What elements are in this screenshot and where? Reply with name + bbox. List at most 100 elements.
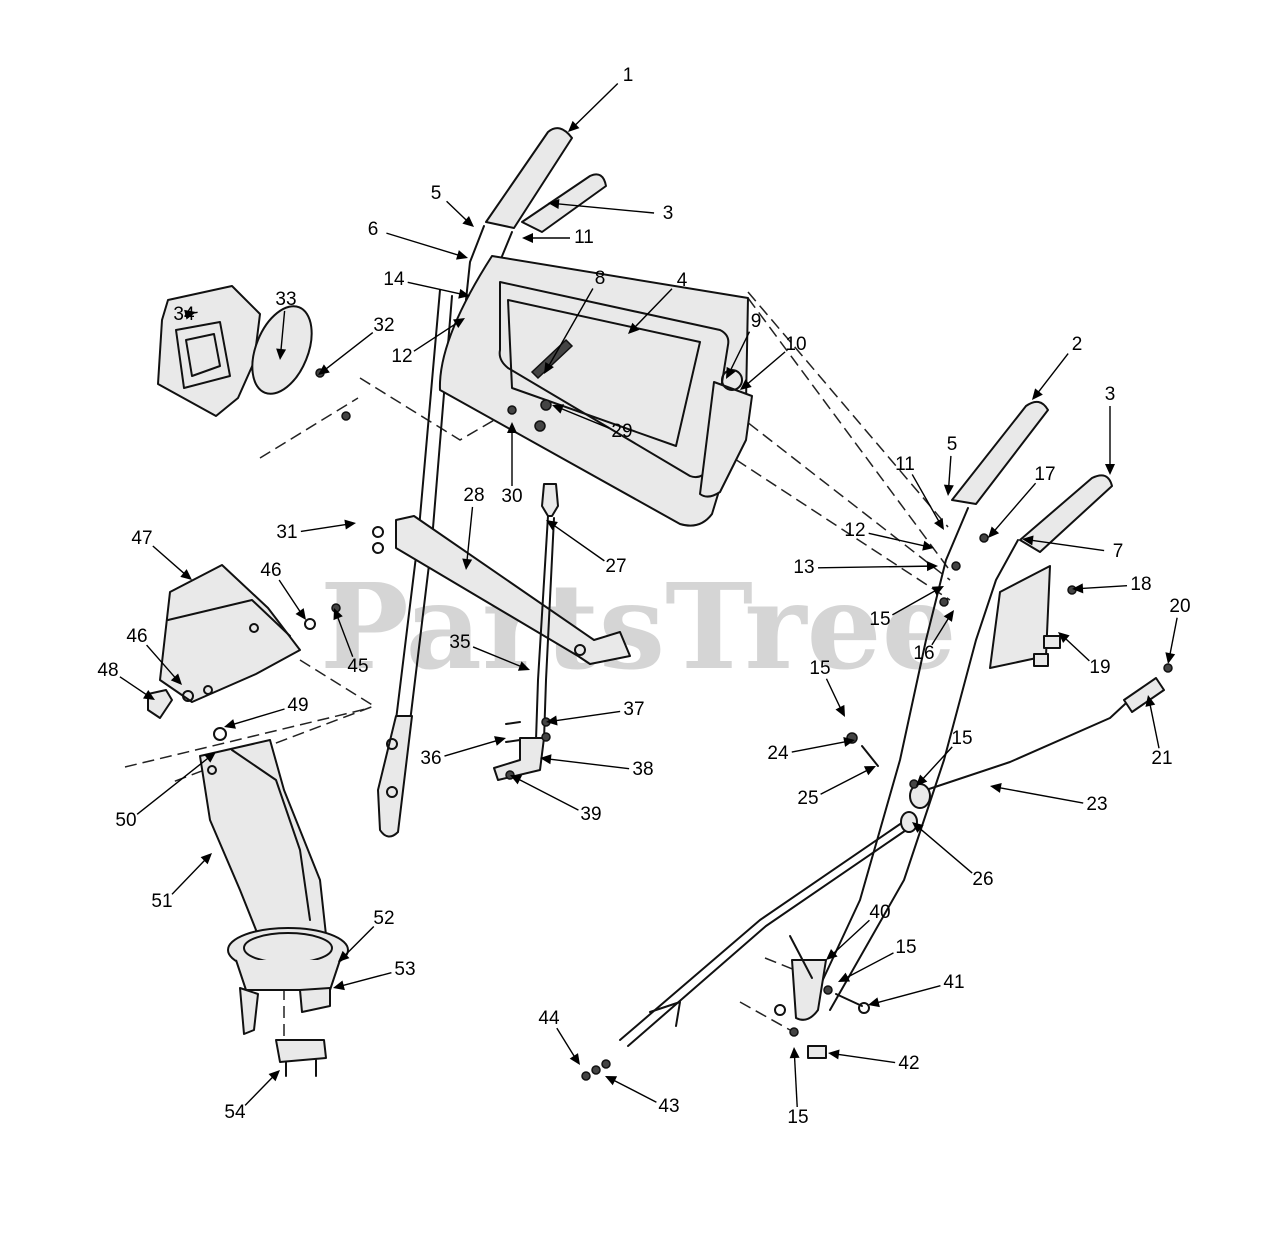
callout-number: 18	[1130, 574, 1151, 595]
arrowhead	[1022, 535, 1034, 546]
arrowhead	[546, 520, 558, 531]
arrowhead	[868, 997, 880, 1008]
callout-number: 12	[844, 520, 865, 541]
leader-line	[1036, 353, 1069, 395]
callout-number: 8	[595, 268, 606, 289]
arrowhead	[605, 1076, 618, 1086]
arrowhead	[726, 366, 736, 379]
leader-line	[547, 288, 594, 368]
arrowhead	[789, 1047, 800, 1059]
callout-29: 29	[552, 404, 633, 442]
callout-2: 2	[1032, 334, 1082, 400]
headlight	[157, 285, 351, 421]
callout-38: 38	[540, 754, 654, 780]
callout-23: 23	[990, 783, 1108, 815]
callout-number: 47	[131, 528, 152, 549]
left-handle-assembly	[377, 127, 607, 838]
leader-line	[407, 281, 463, 296]
callout-5: 5	[431, 183, 474, 227]
arrowhead	[1058, 632, 1070, 643]
callout-number: 3	[663, 203, 674, 224]
leader-line	[875, 985, 941, 1004]
arrowhead	[204, 752, 216, 763]
arrowhead	[546, 715, 558, 726]
arrowhead	[517, 661, 530, 671]
callout-49: 49	[224, 695, 309, 729]
callout-number: 15	[809, 658, 830, 679]
callout-24: 24	[767, 737, 855, 764]
right-handle-assembly	[774, 400, 1113, 1021]
callout-26: 26	[912, 822, 994, 890]
leader-line	[244, 1075, 275, 1106]
callout-45: 45	[333, 608, 369, 677]
arrowhead	[184, 309, 196, 320]
arrowhead	[931, 586, 944, 596]
leader-line	[868, 532, 927, 547]
callout-number: 11	[895, 454, 915, 475]
leader-line	[825, 678, 842, 711]
arrowhead	[835, 704, 845, 717]
arrowhead	[1165, 652, 1176, 664]
callout-41: 41	[868, 972, 965, 1008]
callout-number: 36	[420, 748, 441, 769]
callout-42: 42	[828, 1049, 920, 1074]
callout-13: 13	[793, 557, 938, 578]
callout-number: 17	[1034, 464, 1055, 485]
callout-46: 46	[126, 626, 182, 685]
leader-line	[146, 644, 178, 680]
callout-52: 52	[338, 908, 395, 962]
arrowhead	[544, 361, 554, 374]
callout-number: 31	[276, 522, 297, 543]
callout-20: 20	[1165, 596, 1191, 664]
control-panel	[438, 255, 753, 527]
callout-1: 1	[568, 65, 633, 132]
callout-16: 16	[913, 610, 954, 664]
callout-number: 12	[391, 346, 412, 367]
lower-right-fasteners	[789, 985, 870, 1059]
callout-number: 14	[383, 269, 405, 290]
callout-number: 53	[394, 959, 415, 980]
leader-line	[817, 565, 931, 569]
callout-number: 43	[658, 1096, 679, 1117]
leader-line	[552, 523, 605, 562]
callout-number: 19	[1089, 657, 1110, 678]
arrowhead	[1145, 695, 1156, 707]
chute-deflector	[147, 564, 341, 719]
arrowhead	[456, 250, 468, 260]
leader-line	[556, 1027, 577, 1059]
leader-line	[136, 756, 211, 815]
arrowhead	[224, 719, 236, 729]
callout-25: 25	[797, 766, 876, 809]
crossbar	[372, 515, 631, 665]
callout-number: 27	[605, 556, 626, 577]
leader-line	[1168, 617, 1178, 657]
callout-11: 11	[895, 454, 944, 530]
leader-line	[573, 83, 619, 128]
callout-number: 44	[538, 1008, 560, 1029]
leader-line	[280, 310, 286, 353]
callout-number: 45	[347, 656, 368, 677]
callout-15: 15	[809, 658, 845, 717]
arrowhead	[522, 233, 533, 243]
callout-number: 15	[869, 609, 890, 630]
callout-47: 47	[131, 528, 192, 580]
alignment-lines	[124, 291, 951, 1040]
leader-line	[831, 919, 870, 956]
leader-line	[844, 952, 894, 980]
callout-14: 14	[383, 269, 470, 299]
arrowhead	[338, 950, 350, 962]
arrowhead	[510, 775, 523, 785]
callout-number: 25	[797, 788, 818, 809]
callout-number: 48	[97, 660, 118, 681]
leader-line	[1079, 584, 1128, 590]
callout-number: 15	[895, 937, 916, 958]
arrowhead	[180, 569, 192, 580]
callout-number: 6	[368, 219, 379, 240]
callout-5: 5	[943, 434, 957, 496]
arrowhead	[569, 1053, 580, 1065]
leader-line	[119, 676, 149, 697]
leader-line	[931, 616, 951, 646]
leader-line	[729, 331, 751, 373]
